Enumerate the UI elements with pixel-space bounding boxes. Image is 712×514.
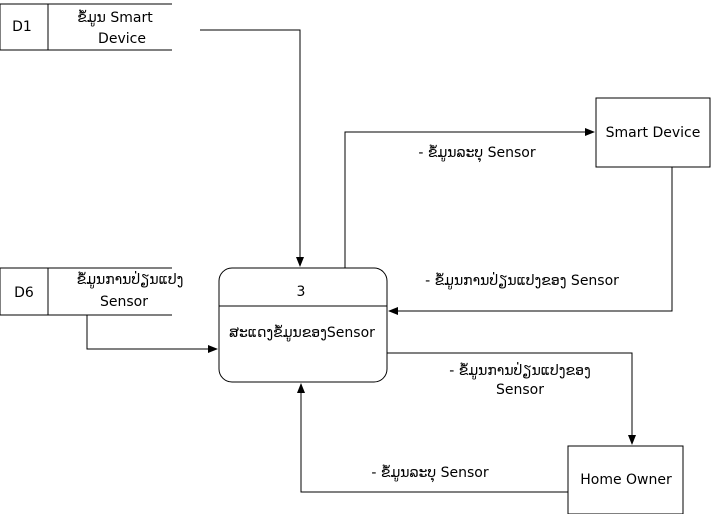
data-store-d1-id: D1: [12, 19, 32, 35]
process-number: 3: [297, 284, 306, 300]
flow-smart-device-to-process: [388, 167, 673, 315]
data-store-d6-id: D6: [14, 285, 34, 301]
data-store-d1-label-line1: ຂໍ້ມູນ Smart: [77, 9, 153, 26]
flow-d1-to-process: [200, 29, 304, 267]
entity-home-owner-label: Home Owner: [580, 472, 672, 488]
data-store-d6-label-line1: ຂໍ້ມູນການປ່ຽນແປງ: [77, 270, 184, 288]
process-3[interactable]: 3 ສະແດງຂໍ້ມູນຂອງSensor: [218, 267, 388, 383]
flow-process-to-smart-device: [344, 128, 595, 268]
data-store-d6-label-line2: Sensor: [100, 294, 148, 310]
data-store-d6[interactable]: D6 ຂໍ້ມູນການປ່ຽນແປງ Sensor: [0, 267, 184, 316]
flow-to-home-owner-label-line1: - ຂໍ້ມູນການປ່ຽນແປງຂອງ: [449, 361, 590, 379]
entity-home-owner[interactable]: Home Owner: [567, 445, 684, 514]
flow-from-home-owner-label: - ຂໍ້ມູນລະບຸ Sensor: [371, 464, 488, 482]
flow-process-to-home-owner: [387, 352, 636, 445]
data-store-d1[interactable]: D1 ຂໍ້ມູນ Smart Device: [0, 3, 172, 51]
flow-d6-to-process: [86, 315, 218, 353]
flow-home-owner-to-process: [297, 383, 568, 493]
entity-smart-device-label: Smart Device: [606, 125, 701, 141]
process-label: ສະແດງຂໍ້ມູນຂອງSensor: [229, 324, 375, 341]
entity-smart-device[interactable]: Smart Device: [595, 97, 711, 168]
flow-to-home-owner-label-line2: Sensor: [496, 382, 544, 398]
flow-from-smart-device-label: - ຂໍ້ມູນການປ່ຽນແປງຂອງ Sensor: [425, 271, 619, 289]
flow-to-smart-device-label: - ຂໍ້ມູນລະບຸ Sensor: [418, 144, 535, 162]
data-store-d1-label-line2: Device: [98, 31, 146, 47]
